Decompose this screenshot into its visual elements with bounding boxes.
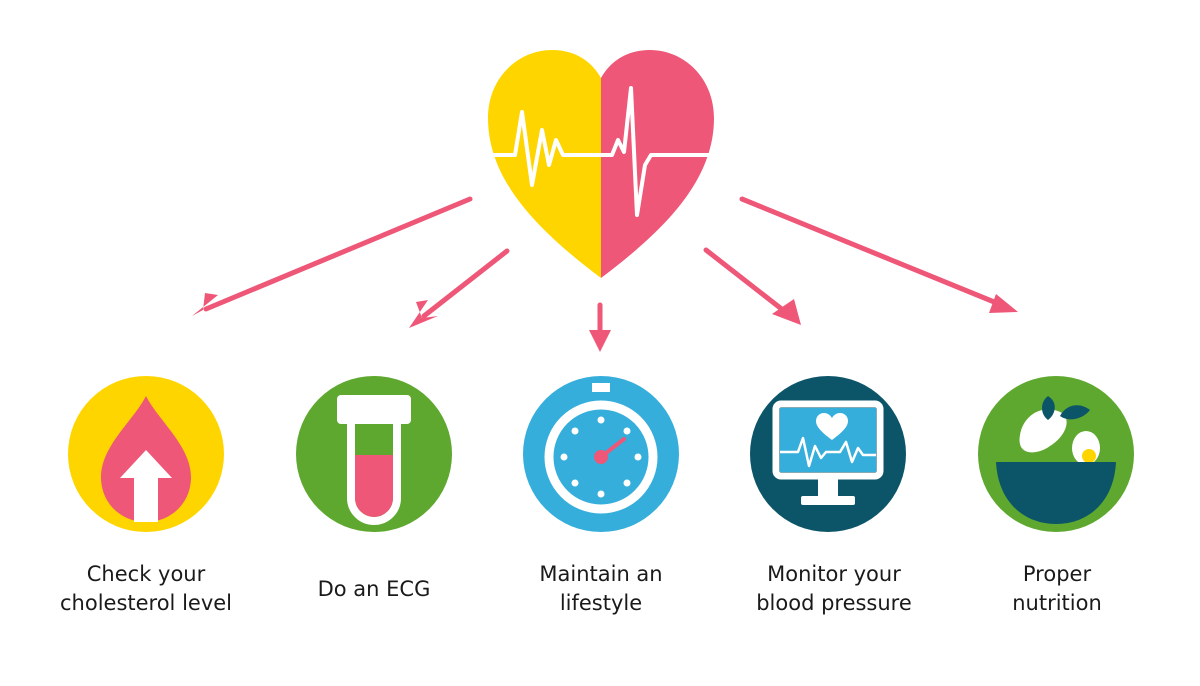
gauge-dial-icon xyxy=(523,376,679,532)
ecg-line xyxy=(486,86,716,217)
arrow-to-ecg xyxy=(421,248,510,319)
label-lifestyle-line2: lifestyle xyxy=(559,591,643,615)
label-ecg: Do an ECG xyxy=(254,575,494,604)
arrowhead-pressure xyxy=(772,299,801,325)
arrowhead-ecg xyxy=(409,300,438,328)
monitor-heartbeat-icon xyxy=(750,376,906,532)
label-nutrition-line2: nutrition xyxy=(1012,591,1102,615)
label-pressure-line2: blood pressure xyxy=(756,591,912,615)
arrowhead-nutrition xyxy=(989,294,1018,313)
label-lifestyle: Maintain an lifestyle xyxy=(481,560,721,618)
arrow-to-cholesterol xyxy=(203,196,473,312)
test-tube-icon xyxy=(296,376,452,532)
label-pressure-line1: Monitor your xyxy=(767,562,901,586)
label-cholesterol-line2: cholesterol level xyxy=(59,591,233,615)
arrow-to-pressure xyxy=(703,247,791,317)
heart-ecg-icon xyxy=(486,50,716,278)
arrowhead-lifestyle xyxy=(589,330,611,352)
label-pressure: Monitor your blood pressure xyxy=(714,560,954,618)
label-cholesterol: Check your cholesterol level xyxy=(26,560,266,618)
cholesterol-drop-up-arrow-icon xyxy=(68,376,224,532)
arrowhead-cholesterol xyxy=(192,293,218,316)
label-nutrition: Proper nutrition xyxy=(937,560,1177,618)
nutrition-bowl-icon xyxy=(978,376,1134,532)
label-cholesterol-line1: Check your xyxy=(86,562,206,586)
label-lifestyle-line1: Maintain an xyxy=(539,562,663,586)
arrow-to-nutrition xyxy=(739,196,1007,309)
label-ecg-line1: Do an ECG xyxy=(317,577,431,601)
label-nutrition-line1: Proper xyxy=(1022,562,1092,586)
